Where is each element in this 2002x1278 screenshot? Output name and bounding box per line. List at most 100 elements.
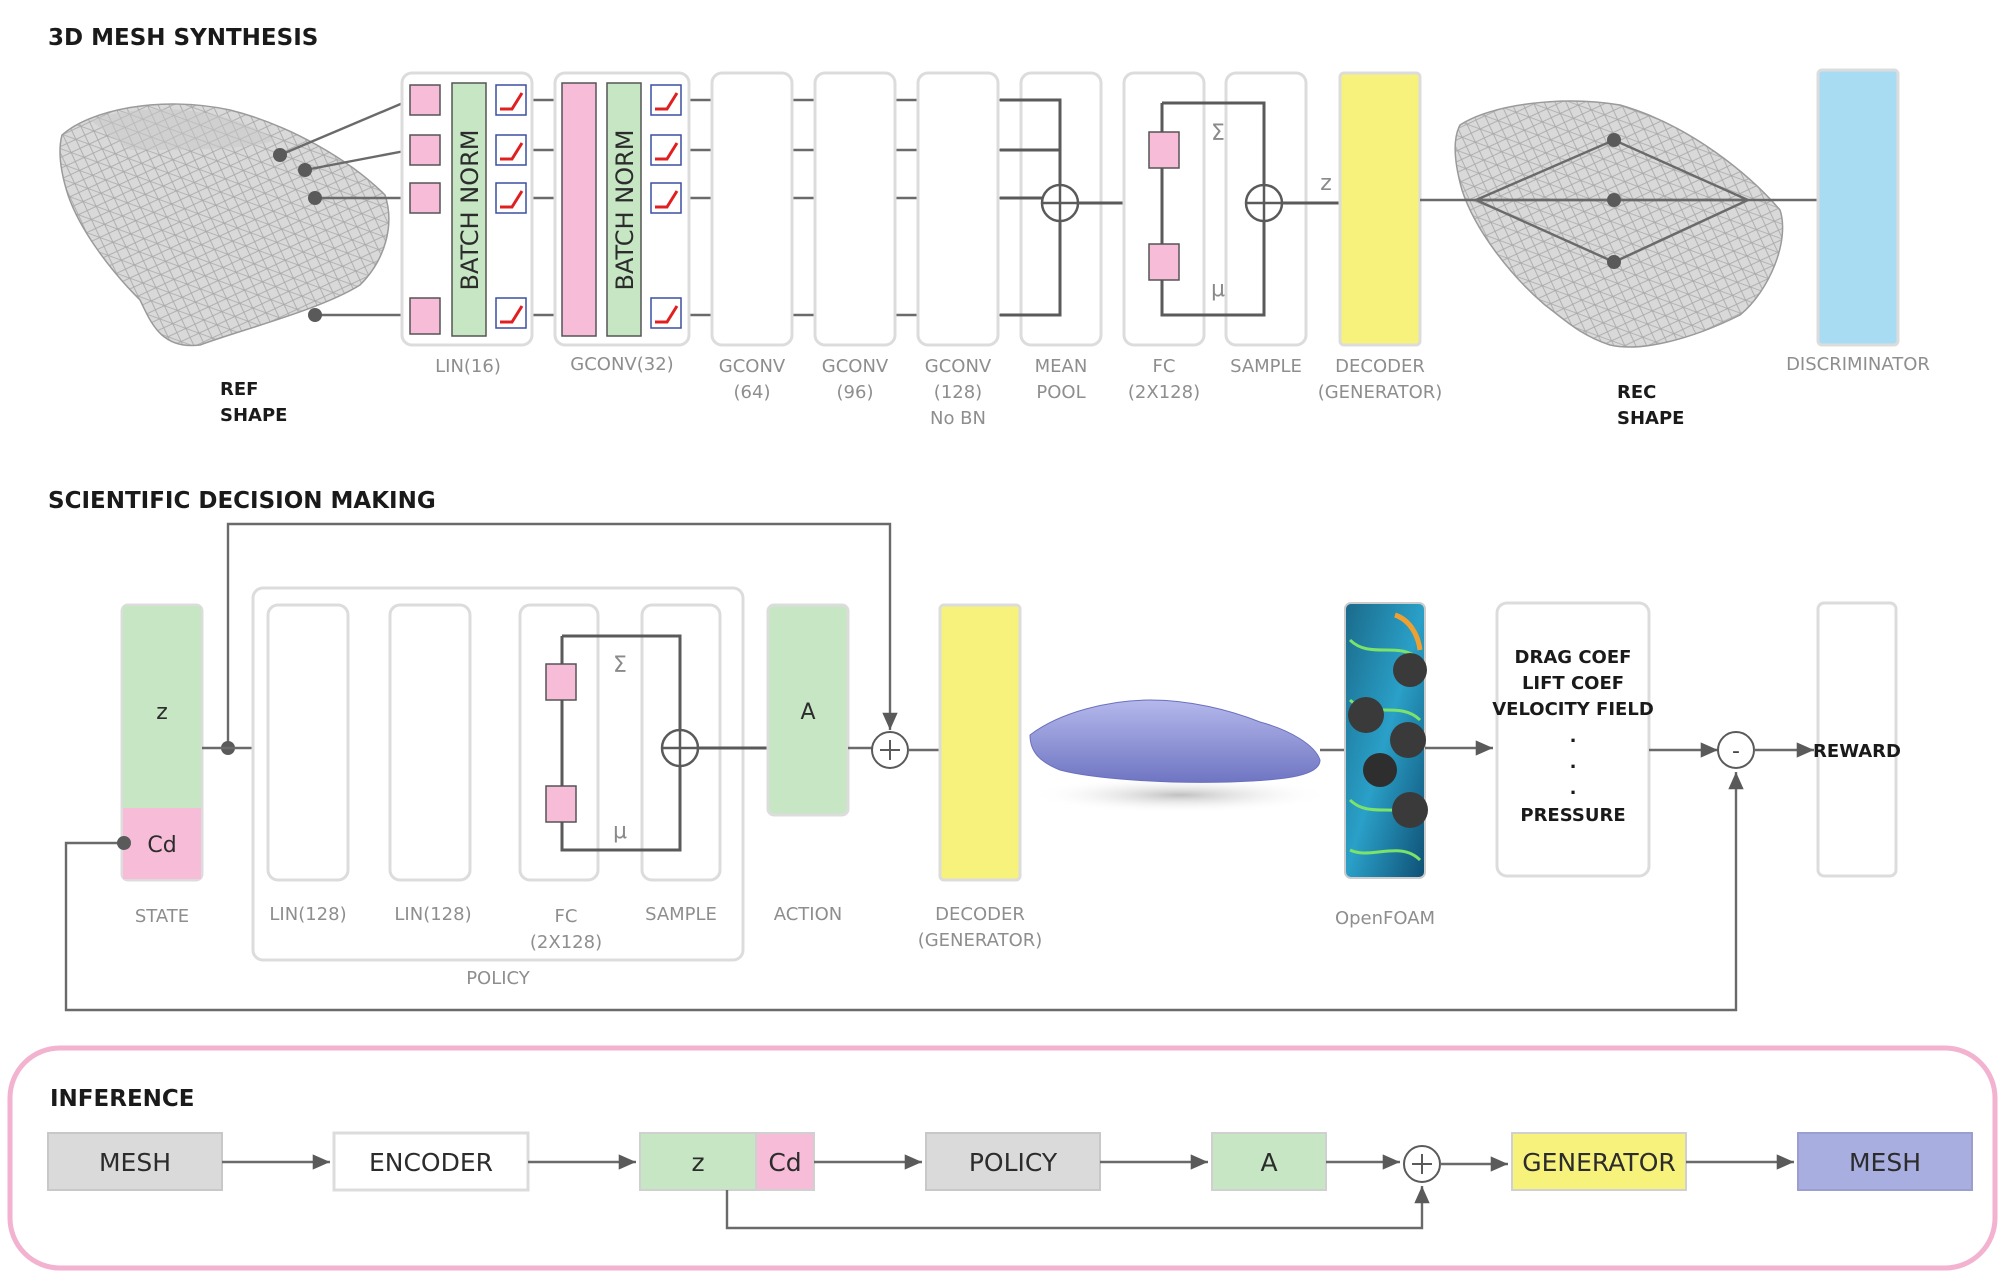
- gconv64-label-1: GCONV: [719, 356, 786, 377]
- gconv96-block: [813, 71, 897, 347]
- gconv128-label-2: (128): [934, 382, 982, 403]
- section-title-inference: INFERENCE: [50, 1086, 195, 1112]
- lin128-label-1: LIN(128): [269, 904, 346, 925]
- add-node: [848, 731, 940, 769]
- lin16-block: [400, 71, 534, 347]
- mu-symbol: μ: [1211, 277, 1225, 302]
- ref-shape-label-1: REF: [220, 379, 258, 400]
- decision-decoder-label-2: (GENERATOR): [918, 930, 1043, 951]
- output-drag-coef: DRAG COEF: [1515, 647, 1632, 668]
- output-ellipsis-2: .: [1570, 752, 1577, 773]
- inference-mesh-output-label: MESH: [1849, 1148, 1921, 1177]
- inference-action-label: A: [1260, 1148, 1277, 1177]
- inference-policy-label: POLICY: [969, 1148, 1058, 1177]
- z-symbol: z: [1320, 171, 1332, 196]
- ref-shape-label-2: SHAPE: [220, 405, 287, 426]
- cd-feedback-arrow: [64, 772, 1744, 1012]
- policy-label: POLICY: [466, 968, 531, 989]
- state-z-label: z: [156, 700, 168, 725]
- gconv64-label-2: (64): [734, 382, 771, 403]
- cd-junction-dot: [117, 836, 131, 850]
- policy-sample-label: SAMPLE: [645, 904, 717, 925]
- action-a-label: A: [800, 700, 815, 725]
- policy-mu-symbol: μ: [613, 819, 627, 844]
- sigma-symbol: Σ: [1211, 121, 1225, 146]
- decoder-label-1: DECODER: [1335, 356, 1425, 377]
- relu-icons: [495, 84, 527, 329]
- gconv96-label-2: (96): [837, 382, 874, 403]
- lin128-block-1: [266, 603, 350, 882]
- gconv128-label-1: GCONV: [925, 356, 992, 377]
- section-title-synthesis: 3D MESH SYNTHESIS: [48, 25, 318, 51]
- cfd-outputs-box: [1495, 601, 1651, 878]
- output-lift-coef: LIFT COEF: [1522, 673, 1624, 694]
- gconv128-label-3: No BN: [930, 408, 986, 429]
- inference-generator: [1511, 1132, 1687, 1191]
- discriminator-block: [1816, 68, 1900, 347]
- decoder-label-2: (GENERATOR): [1318, 382, 1443, 403]
- minus-symbol: -: [1732, 739, 1740, 764]
- openfoam-image: [1344, 602, 1428, 879]
- reward-label: REWARD: [1813, 741, 1901, 762]
- gconv128-block: [916, 71, 1000, 347]
- fc-label-1: FC: [1153, 356, 1176, 377]
- inference-add-node: [1403, 1145, 1441, 1183]
- gconv64-block: [710, 71, 794, 347]
- discriminator-label: DISCRIMINATOR: [1786, 354, 1930, 375]
- inference-mesh-input: [47, 1132, 223, 1191]
- state-block: [120, 603, 204, 882]
- ref-car-mesh-image: [59, 103, 390, 347]
- action-block: [766, 603, 850, 817]
- output-pressure: PRESSURE: [1520, 805, 1625, 826]
- policy-fc-sample: [518, 603, 768, 882]
- output-ellipsis-3: .: [1570, 778, 1577, 799]
- inference-skip-arrow: [725, 1186, 1430, 1230]
- rec-car-mesh-image: [1454, 100, 1784, 348]
- decision-decoder-block: [938, 603, 1022, 882]
- output-ellipsis-1: .: [1570, 726, 1577, 747]
- inference-latent: [639, 1132, 815, 1191]
- inference-encoder-label: ENCODER: [369, 1148, 493, 1177]
- rec-shape-label-1: REC: [1617, 382, 1656, 403]
- gconv96-label-1: GCONV: [822, 356, 889, 377]
- action-label: ACTION: [774, 904, 843, 925]
- skip-connection-arrow: [226, 522, 898, 748]
- inference-z-label: z: [691, 1148, 704, 1177]
- lin128-block-2: [388, 603, 472, 882]
- policy-container: [251, 586, 745, 962]
- mean-pool-block: [1000, 71, 1103, 347]
- state-cd-label: Cd: [147, 833, 176, 858]
- gconv32-block: [553, 71, 691, 347]
- inference-mesh-input-label: MESH: [99, 1148, 171, 1177]
- mean-pool-label-2: POOL: [1036, 382, 1085, 403]
- ref-car-connectors: [273, 98, 411, 322]
- inference-generator-label: GENERATOR: [1522, 1148, 1676, 1177]
- subtract-node: [1649, 731, 1814, 769]
- decoder-block: [1338, 71, 1422, 347]
- inference-cd-label: Cd: [768, 1148, 801, 1177]
- fc-label-2: (2X128): [1128, 382, 1200, 403]
- policy-fc-label-1: FC: [555, 906, 578, 927]
- lin16-label: LIN(16): [435, 356, 501, 377]
- rec-shape-label-2: SHAPE: [1617, 408, 1684, 429]
- output-velocity-field: VELOCITY FIELD: [1492, 699, 1654, 720]
- policy-fc-label-2: (2X128): [530, 932, 602, 953]
- fc-sample-block: [1078, 71, 1340, 347]
- reward-block: [1816, 601, 1898, 878]
- decision-decoder-label-1: DECODER: [935, 904, 1025, 925]
- lin128-label-2: LIN(128): [394, 904, 471, 925]
- batch-norm-label-1: BATCH NORM: [456, 130, 484, 291]
- gconv32-label: GCONV(32): [570, 354, 673, 375]
- section-title-decision: SCIENTIFIC DECISION MAKING: [48, 488, 436, 514]
- batch-norm-label-2: BATCH NORM: [611, 130, 639, 291]
- inference-mesh-output: [1797, 1132, 1973, 1191]
- inference-encoder: [332, 1131, 530, 1192]
- openfoam-label: OpenFOAM: [1335, 908, 1435, 929]
- mean-pool-label-1: MEAN: [1035, 356, 1088, 377]
- sample-label: SAMPLE: [1230, 356, 1302, 377]
- inference-action: [1211, 1132, 1327, 1191]
- rec-car-connectors: [1420, 133, 1818, 269]
- state-label: STATE: [135, 906, 189, 927]
- policy-sigma-symbol: Σ: [613, 653, 627, 678]
